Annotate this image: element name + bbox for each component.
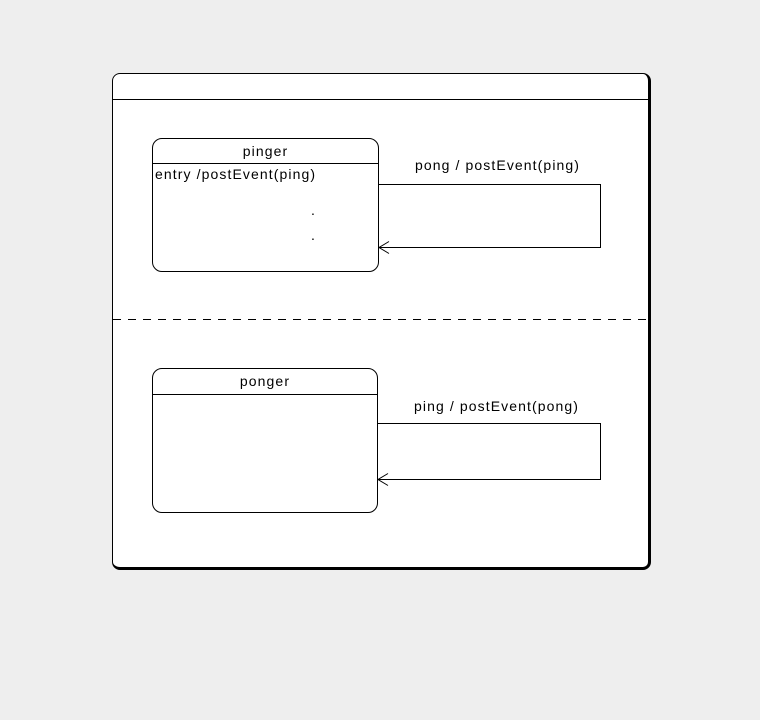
transition-label-pong: pong / postEvent(ping): [415, 157, 581, 173]
state-ponger-body: [153, 395, 377, 397]
transition-line: [377, 423, 601, 480]
transition-label-ping: ping / postEvent(pong): [414, 398, 580, 414]
state-pinger-entry-action: entry /postEvent(ping): [155, 166, 317, 182]
region-divider-dashed-line: [113, 319, 648, 320]
ellipsis-dot: .: [311, 227, 315, 243]
transition-line: [378, 184, 601, 248]
ellipsis-dot: .: [311, 202, 315, 218]
state-pinger: pinger entry /postEvent(ping): [152, 138, 379, 272]
state-ponger: ponger: [152, 368, 378, 513]
arrowhead-icon: [378, 241, 390, 254]
self-transition-loop-pinger: [378, 184, 601, 254]
state-pinger-title: pinger: [153, 139, 378, 164]
root-state-title-bar: [113, 74, 648, 100]
self-transition-loop-ponger: [377, 423, 601, 486]
arrowhead-icon: [377, 473, 389, 486]
state-ponger-title: ponger: [153, 369, 377, 395]
